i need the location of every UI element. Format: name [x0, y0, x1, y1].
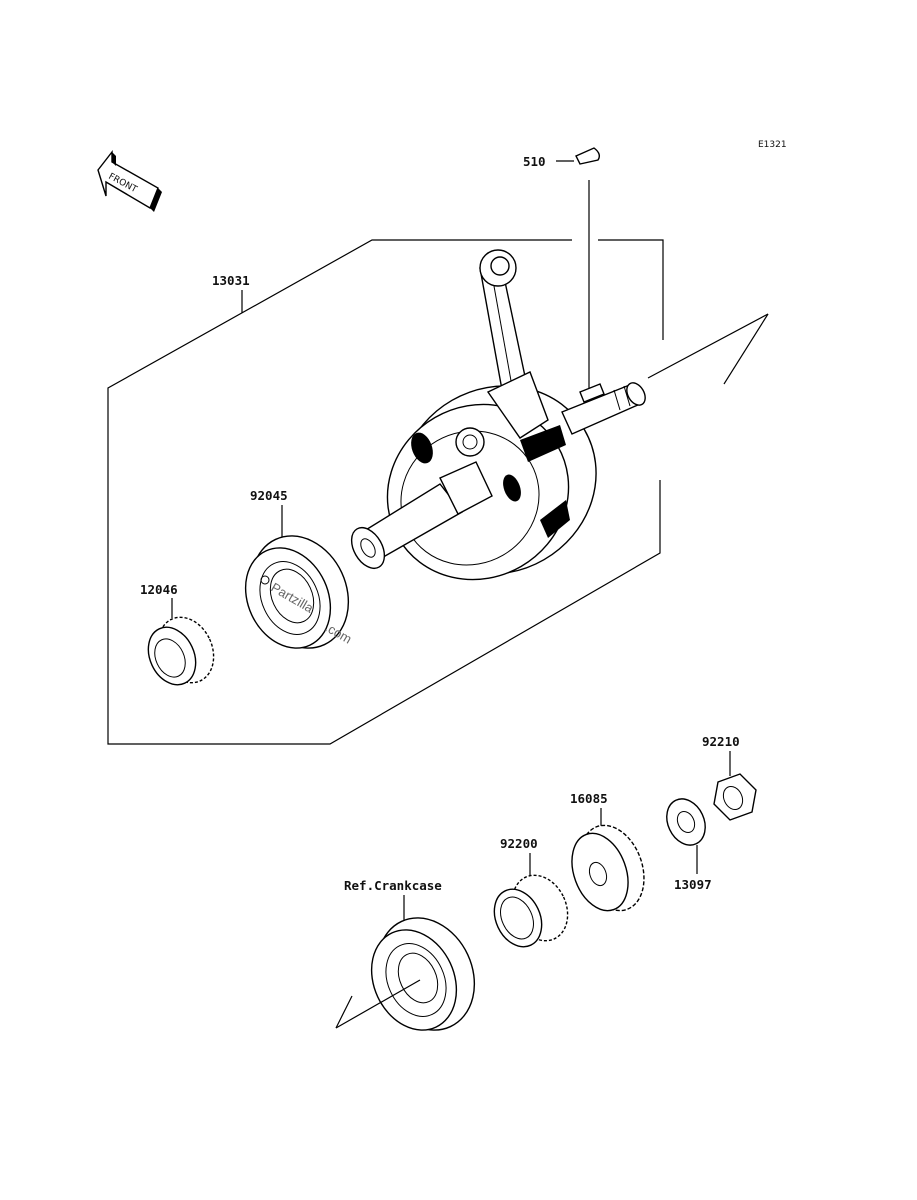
crankshaft: [350, 249, 769, 581]
label-92210: 92210: [702, 734, 740, 749]
key-shape: [575, 147, 601, 165]
part-12046-gear: 12046: [140, 582, 215, 686]
label-12046: 12046: [140, 582, 178, 597]
part-16085-spacer: 92200: [493, 836, 569, 948]
ref-crankcase-bearing: Ref.Crankcase: [335, 878, 476, 1031]
label-13031: 13031: [212, 273, 250, 288]
label-13097: 16085: [570, 791, 608, 806]
front-arrow-icon: FRONT: [97, 149, 162, 212]
part-92210-nut: 92210: [702, 734, 757, 821]
crankshaft-assembly-bracket: 13031: [107, 239, 664, 745]
diagram-code: E1321: [758, 140, 787, 150]
label-92045: 92045: [250, 488, 288, 503]
label-510: 510: [523, 154, 546, 169]
label-16085: 92200: [500, 836, 538, 851]
part-92045-bearing: 92045 Partzilla .com: [244, 488, 354, 649]
label-ref-crankcase: Ref.Crankcase: [344, 878, 442, 893]
part-13097-gear: 16085: [570, 791, 645, 912]
label-92200: 13097: [674, 877, 712, 892]
part-92200-washer: 13097: [666, 798, 712, 892]
part-510: 510: [523, 147, 601, 400]
